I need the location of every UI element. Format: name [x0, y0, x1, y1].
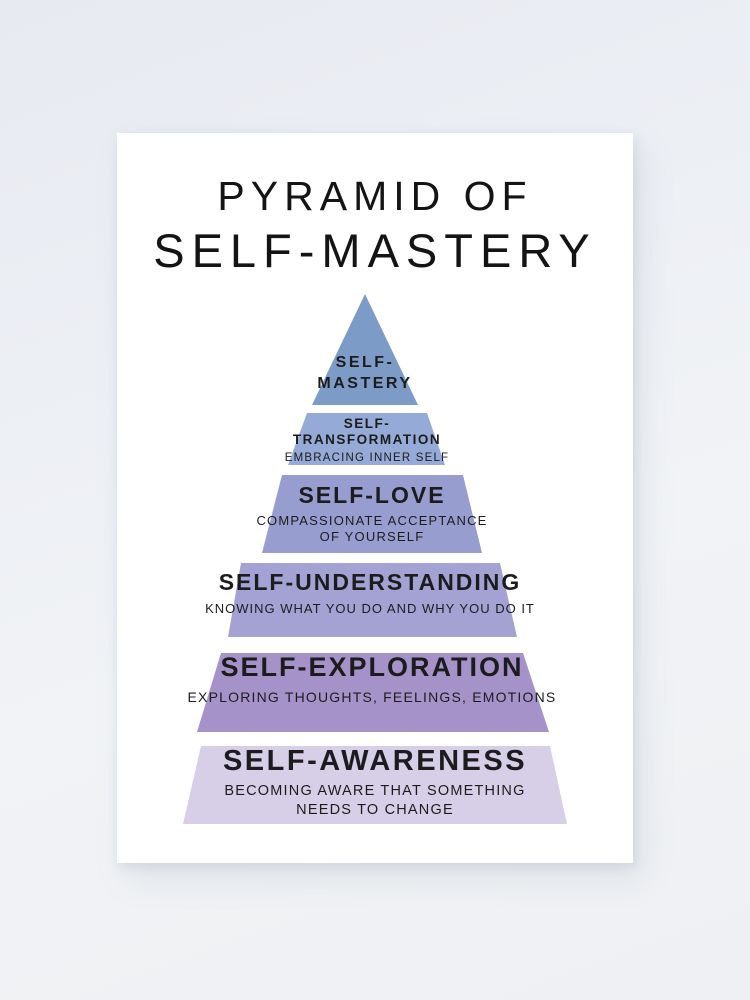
- level-label-self-love: SELF-LOVE COMPASSIONATE ACCEPTANCE OF YO…: [222, 482, 522, 545]
- level-subtitle-line: COMPASSIONATE ACCEPTANCE: [256, 513, 488, 528]
- pyramid-level-6-shape: [183, 746, 567, 824]
- level-heading-line: SELF-EXPLORATION: [220, 652, 524, 682]
- pyramid-level-2-shape: [288, 413, 445, 465]
- level-heading-line: SELF-AWARENESS: [222, 745, 528, 777]
- level-subtitle-line: OF YOURSELF: [319, 529, 425, 544]
- level-label-self-awareness: SELF-AWARENESS BECOMING AWARE THAT SOMET…: [175, 745, 575, 820]
- poster: PYRAMID OF SELF-MASTERY SELF- MASTERY SE…: [117, 133, 633, 863]
- level-heading-line: SELF-: [343, 416, 391, 431]
- level-subtitle-line: EXPLORING THOUGHTS, FEELINGS, EMOTIONS: [187, 689, 557, 705]
- level-label-self-understanding: SELF-UNDERSTANDING KNOWING WHAT YOU DO A…: [195, 569, 545, 617]
- level-subtitle-line: NEEDS TO CHANGE: [296, 802, 454, 818]
- poster-title-line-1: PYRAMID OF: [217, 173, 533, 219]
- level-subtitle-line: BECOMING AWARE THAT SOMETHING: [224, 783, 526, 799]
- poster-title: PYRAMID OF SELF-MASTERY: [117, 133, 633, 275]
- pyramid-figure: [183, 294, 567, 824]
- pyramid-level-3-shape: [262, 475, 482, 553]
- poster-title-line-2: SELF-MASTERY: [153, 224, 597, 278]
- level-heading-line: SELF-LOVE: [298, 482, 446, 508]
- level-label-self-exploration: SELF-EXPLORATION EXPLORING THOUGHTS, FEE…: [172, 652, 572, 706]
- level-heading-line: SELF-UNDERSTANDING: [218, 569, 522, 595]
- level-heading-line: SELF-: [335, 354, 395, 371]
- level-subtitle-line: EMBRACING INNER SELF: [284, 452, 450, 464]
- pyramid-level-1-shape: [312, 294, 418, 405]
- pyramid-level-5-shape: [197, 653, 549, 732]
- pyramid-level-4-shape: [228, 563, 517, 637]
- level-label-self-transformation: SELF- TRANSFORMATION EMBRACING INNER SEL…: [267, 416, 467, 466]
- level-heading-line: TRANSFORMATION: [292, 432, 442, 447]
- level-label-self-mastery: SELF- MASTERY: [265, 352, 465, 394]
- level-subtitle-line: KNOWING WHAT YOU DO AND WHY YOU DO IT: [205, 601, 535, 616]
- level-heading-line: MASTERY: [317, 375, 413, 392]
